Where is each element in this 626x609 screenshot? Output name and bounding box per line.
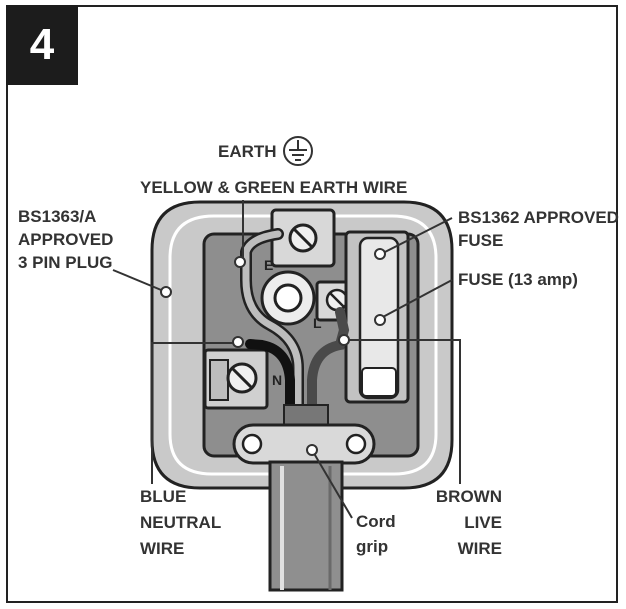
step-number-badge: 4 xyxy=(6,5,78,85)
label-earth: EARTH xyxy=(218,142,277,161)
label-cord-line2: grip xyxy=(356,537,388,556)
label-approved-fuse-line1: BS1362 APPROVED xyxy=(458,208,619,227)
leader-live-wire xyxy=(344,339,461,484)
leader-cord-grip xyxy=(311,449,353,519)
label-plug-line3: 3 PIN PLUG xyxy=(18,253,112,272)
plug-inner-rim xyxy=(168,214,438,476)
label-brown-line2: LIVE xyxy=(464,513,502,532)
diagram-frame xyxy=(6,5,618,603)
leader-plug xyxy=(112,269,167,293)
label-approved-fuse-line2: FUSE xyxy=(458,231,503,250)
label-brown-line1: BROWN xyxy=(436,487,502,506)
label-cord-line1: Cord xyxy=(356,512,396,531)
leader-fuse-rating xyxy=(380,279,453,319)
label-earth-wire: YELLOW & GREEN EARTH WIRE xyxy=(140,178,407,197)
earth-ground-icon xyxy=(283,136,313,166)
leader-approved-fuse xyxy=(380,217,453,255)
terminal-label-live: L xyxy=(313,315,322,331)
label-plug-line1: BS1363/A xyxy=(18,207,96,226)
cable-sheath-top xyxy=(283,404,329,426)
fuse-end-cap xyxy=(361,367,397,397)
terminal-label-neutral: N xyxy=(272,372,282,388)
live-wire xyxy=(307,307,350,425)
neutral-wire xyxy=(245,339,295,425)
terminal-label-earth: E xyxy=(264,257,273,273)
plug-screw-hole xyxy=(273,283,303,313)
label-brown-line3: WIRE xyxy=(458,539,502,558)
leader-neutral-wire xyxy=(151,342,238,484)
label-fuse-rating: FUSE (13 amp) xyxy=(458,270,578,289)
label-blue-line3: WIRE xyxy=(140,539,184,558)
label-blue-line2: NEUTRAL xyxy=(140,513,221,532)
label-plug-line2: APPROVED xyxy=(18,230,113,249)
label-blue-line1: BLUE xyxy=(140,487,186,506)
